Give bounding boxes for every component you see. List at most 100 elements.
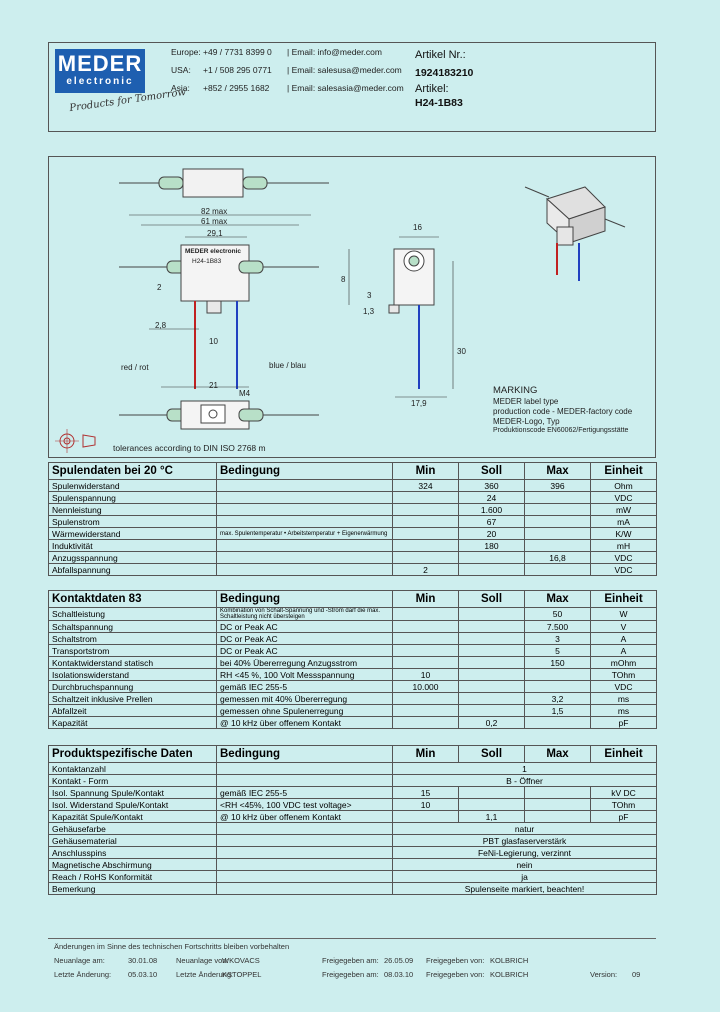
letzte-aenderung-value: 05.03.10 xyxy=(128,970,158,979)
row-label: Schaltspannung xyxy=(48,620,217,633)
table-cell: 10.000 xyxy=(392,680,459,693)
row-label: Kontakt - Form xyxy=(48,774,217,787)
table-row: Gehäusefarbe natur xyxy=(48,822,657,835)
table-cell: gemäß IEC 255-5 xyxy=(216,680,393,693)
footer-note: Änderungen im Sinne des technischen Fort… xyxy=(54,942,290,951)
table-cell xyxy=(392,620,459,633)
table-cell: ms xyxy=(590,692,657,705)
table-cell xyxy=(392,491,459,504)
table-row: Isol. Widerstand Spule/Kontakt<RH <45%, … xyxy=(48,798,657,811)
contact-europe-email[interactable]: | Email: info@meder.com xyxy=(287,47,382,57)
row-label: Spulenstrom xyxy=(48,515,217,528)
contact-asia-email[interactable]: | Email: salesasia@meder.com xyxy=(287,83,404,93)
table-cell xyxy=(216,846,393,859)
table-cell xyxy=(524,563,591,576)
table-cell xyxy=(458,632,525,645)
row-label: Wärmewiderstand xyxy=(48,527,217,540)
table-cell: 67 xyxy=(458,515,525,528)
table-cell: 3 xyxy=(524,632,591,645)
table-cell xyxy=(216,479,393,492)
dim-82: 82 max xyxy=(201,207,228,216)
table-cell: ja xyxy=(392,870,657,883)
table-cell xyxy=(524,503,591,516)
dim-m4: M4 xyxy=(239,389,251,398)
freigegeben-von-value: KOLBRICH xyxy=(490,956,529,965)
row-label: Abfallspannung xyxy=(48,563,217,576)
table-cell xyxy=(524,680,591,693)
contact-usa-region: USA: xyxy=(171,65,191,75)
table-cell: 1,1 xyxy=(458,810,525,823)
table-cell xyxy=(392,692,459,705)
table-cell: DC or Peak AC xyxy=(216,632,393,645)
table-cell xyxy=(392,527,459,540)
column-header: Soll xyxy=(458,462,525,480)
row-label: Schaltstrom xyxy=(48,632,217,645)
dim-28: 2,8 xyxy=(155,321,167,330)
freigegeben-von2-value: KOLBRICH xyxy=(490,970,529,979)
letzte-aenderung-von-value: KSTOPPEL xyxy=(222,970,262,979)
table-cell xyxy=(216,834,393,847)
table-cell: 15 xyxy=(392,786,459,799)
table-cell xyxy=(216,491,393,504)
table-cell: V xyxy=(590,620,657,633)
table-cell xyxy=(392,656,459,669)
table-cell: TOhm xyxy=(590,798,657,811)
table-cell xyxy=(392,515,459,528)
table-cell xyxy=(392,551,459,564)
top-view-relay xyxy=(119,168,329,198)
marking-line-1: MEDER label type xyxy=(493,397,559,406)
row-label: Anzugsspannung xyxy=(48,551,217,564)
row-label: Isol. Widerstand Spule/Kontakt xyxy=(48,798,217,811)
table-cell: A xyxy=(590,632,657,645)
column-header: Max xyxy=(524,745,591,763)
table-cell: 2 xyxy=(392,563,459,576)
freigegeben-von2-label: Freigegeben von: xyxy=(426,970,485,979)
table-cell: RH <45 %, 100 Volt Messspannung xyxy=(216,668,393,681)
table-cell: PBT glasfaserverstärk xyxy=(392,834,657,847)
table-cell: 360 xyxy=(458,479,525,492)
row-label: Kapazität Spule/Kontakt xyxy=(48,810,217,823)
table-cell xyxy=(216,822,393,835)
table-cell: VDC xyxy=(590,551,657,564)
table-cell: 1,5 xyxy=(524,704,591,717)
neuanlage-von-value: WKOVACS xyxy=(222,956,260,965)
table-cell xyxy=(524,810,591,823)
neuanlage-von-label: Neuanlage von: xyxy=(176,956,229,965)
table-cell xyxy=(458,668,525,681)
table-cell: 16,8 xyxy=(524,551,591,564)
table-cell xyxy=(392,503,459,516)
body-text-1: MEDER electronic xyxy=(185,248,241,255)
row-label: Anschlusspins xyxy=(48,846,217,859)
table-cell xyxy=(524,515,591,528)
freigegeben-von-label: Freigegeben von: xyxy=(426,956,485,965)
row-label: Bemerkung xyxy=(48,882,217,895)
meder-logo: MEDER electronic xyxy=(55,49,145,93)
contact-asia-region: Asia: xyxy=(171,83,190,93)
contact-europe-phone: +49 / 7731 8399 0 xyxy=(203,47,272,57)
table-cell xyxy=(216,563,393,576)
table-cell: gemäß IEC 255-5 xyxy=(216,786,393,799)
table-cell: natur xyxy=(392,822,657,835)
contact-usa-email[interactable]: | Email: salesusa@meder.com xyxy=(287,65,402,75)
dim-8: 8 xyxy=(341,275,346,284)
row-label: Gehäusefarbe xyxy=(48,822,217,835)
row-label: Nennleistung xyxy=(48,503,217,516)
contact-usa-phone: +1 / 508 295 0771 xyxy=(203,65,272,75)
table-cell xyxy=(458,551,525,564)
table-cell: Ohm xyxy=(590,479,657,492)
blue-label: blue / blau xyxy=(269,361,306,370)
